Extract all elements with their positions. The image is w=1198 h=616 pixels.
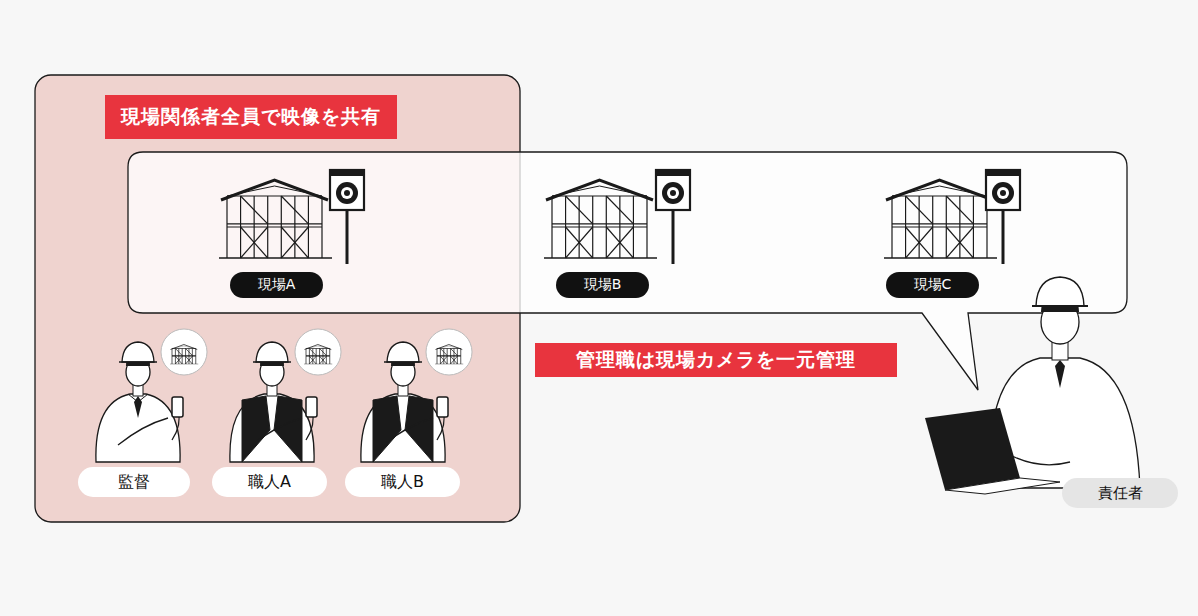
role-label-text: 監督 <box>118 472 150 493</box>
manager-figure <box>925 277 1140 494</box>
banner-label: 管理職は現場カメラを一元管理 <box>535 343 897 377</box>
camera-post <box>986 170 1020 264</box>
house-frame <box>304 345 332 365</box>
role-label: 監督 <box>78 467 190 497</box>
house-frame <box>170 345 198 365</box>
site-label-text: 現場B <box>584 276 622 294</box>
group-region-text: 現場関係者全員で映像を共有 <box>105 95 397 139</box>
worker-figure <box>230 329 341 462</box>
role-label-text: 責任者 <box>1098 484 1143 503</box>
house-frame <box>884 180 997 258</box>
site-label-text: 現場C <box>914 276 952 294</box>
role-label: 責任者 <box>1062 478 1178 508</box>
crew <box>96 329 472 462</box>
house-frame <box>219 180 332 258</box>
group-region: 現場関係者全員で映像を共有監督 職人A 職人B <box>35 75 520 522</box>
house-frame <box>544 180 657 258</box>
role-label: 職人B <box>345 467 460 497</box>
speech-bubble <box>128 152 1127 390</box>
worker-figure <box>361 329 472 462</box>
site-label: 現場C <box>886 272 979 298</box>
role-label-text: 職人A <box>248 472 291 493</box>
role-label-text: 職人B <box>381 472 424 493</box>
camera-post <box>330 170 364 264</box>
worker-figure <box>96 329 207 462</box>
sites <box>219 170 1020 264</box>
banner-label-text: 管理職は現場カメラを一元管理 <box>576 347 856 373</box>
role-label: 職人A <box>212 467 327 497</box>
site-label: 現場B <box>556 272 649 298</box>
camera-post <box>656 170 690 264</box>
site-label: 現場A <box>230 272 323 298</box>
site-label-text: 現場A <box>258 276 296 294</box>
house-frame <box>435 345 463 365</box>
